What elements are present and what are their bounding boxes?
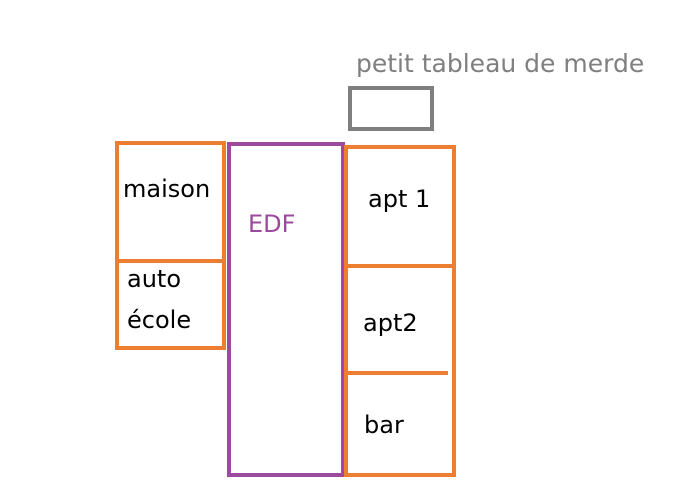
maison-label: maison bbox=[123, 175, 211, 203]
auto-ecole-label-line2: école bbox=[127, 306, 192, 334]
right-column-box bbox=[344, 145, 456, 477]
auto-ecole-box bbox=[115, 259, 226, 350]
edf-box bbox=[227, 142, 345, 477]
auto-ecole-label-line1: auto bbox=[127, 265, 182, 293]
divider-apt1-apt2 bbox=[344, 264, 456, 268]
apt1-label: apt 1 bbox=[368, 185, 431, 213]
legend-box bbox=[348, 86, 434, 131]
bar-label: bar bbox=[364, 411, 404, 439]
legend-label: petit tableau de merde bbox=[356, 49, 645, 78]
edf-label: EDF bbox=[248, 210, 296, 238]
apt2-label: apt2 bbox=[363, 309, 418, 337]
divider-apt2-bar bbox=[344, 371, 448, 375]
